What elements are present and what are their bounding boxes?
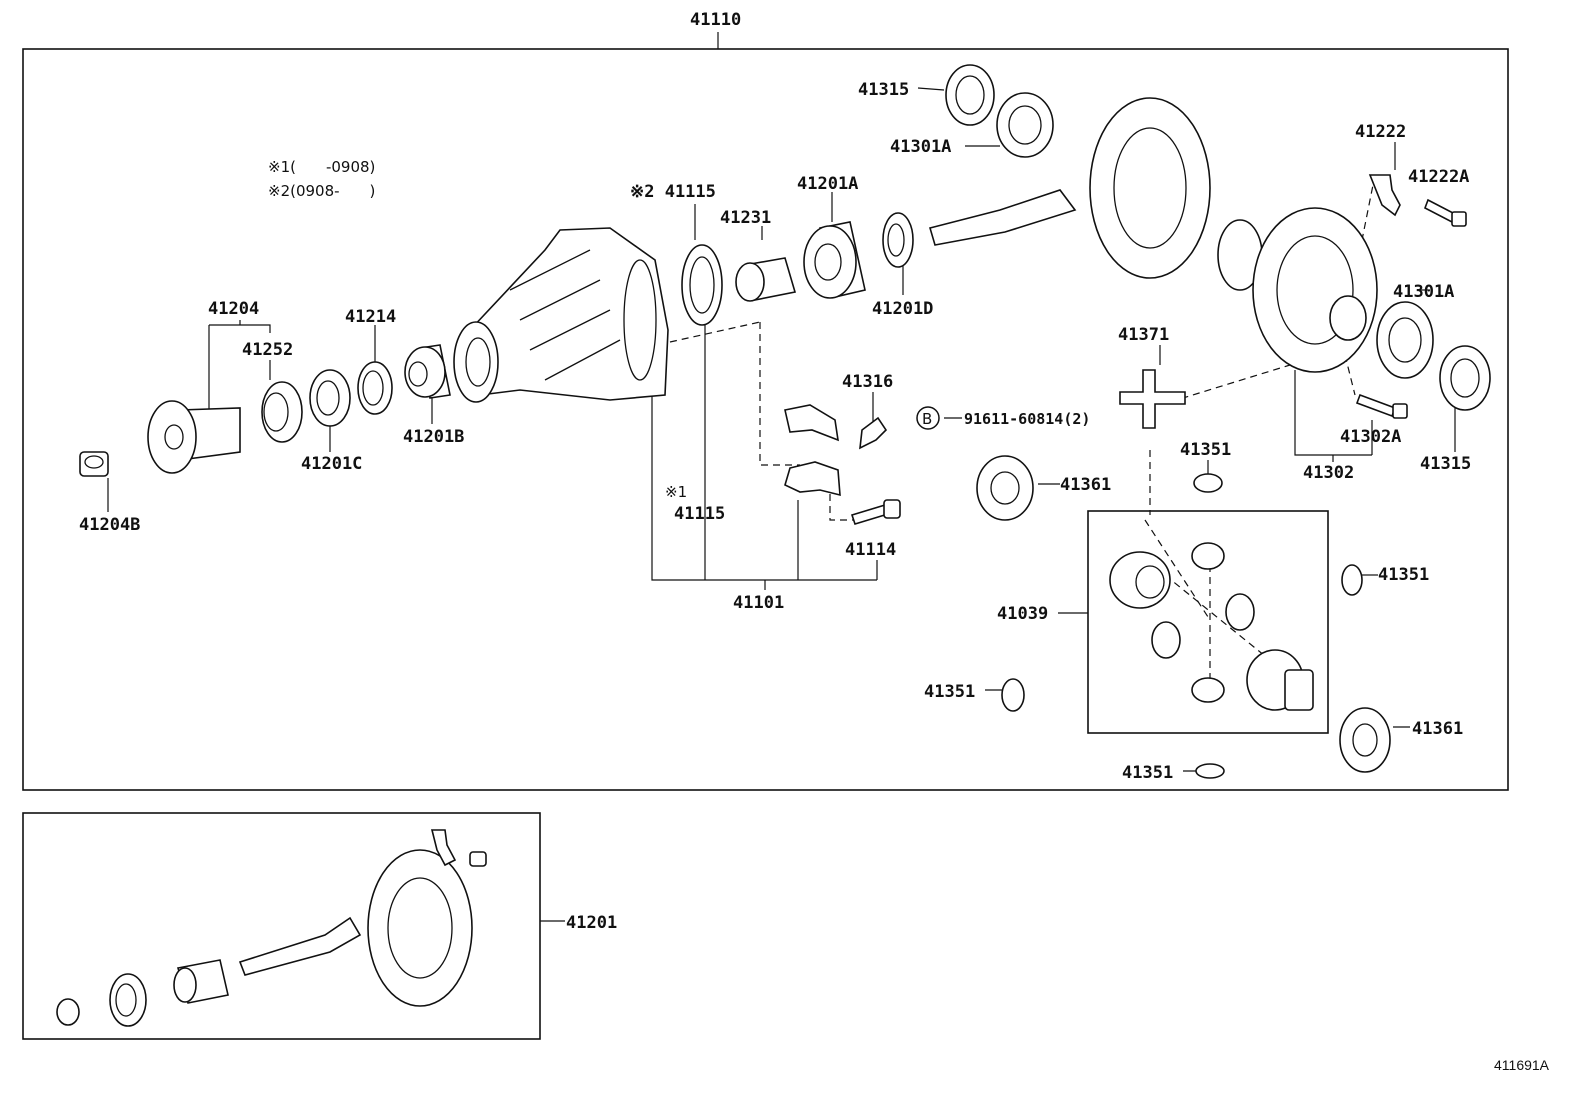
- label-41039: 41039: [997, 604, 1048, 624]
- label-41101: 41101: [733, 593, 784, 613]
- label-41222A: 41222A: [1408, 167, 1469, 187]
- label-41371: 41371: [1118, 325, 1169, 345]
- oil-seal-41201C: [309, 369, 351, 427]
- label-41351-c: 41351: [924, 682, 975, 702]
- label-41204: 41204: [208, 299, 259, 319]
- ring-gear-and-pinion: [928, 97, 1211, 279]
- oil-seal-41115: [681, 244, 723, 326]
- label-41201D: 41201D: [872, 299, 933, 319]
- spider-41371: [1119, 369, 1186, 429]
- label-41114: 41114: [845, 540, 896, 560]
- differential-case-41302: [1217, 207, 1378, 373]
- notes: ※1( -0908) ※2(0908- ): [268, 158, 375, 200]
- note-2: ※2(0908- ): [268, 182, 375, 200]
- leader-lines: [107, 32, 1456, 922]
- bolt-marker-circle: [916, 406, 940, 430]
- washer-41201D: [882, 212, 914, 268]
- label-41351-d: 41351: [1122, 763, 1173, 783]
- bearing-cap: [784, 404, 841, 497]
- bolt-marker-b: B: [922, 410, 932, 428]
- label-41252: 41252: [242, 340, 293, 360]
- bolt-41302A: [1355, 393, 1408, 419]
- companion-flange-41204: [147, 400, 241, 474]
- thrust-washer-41361-b: [1339, 707, 1391, 773]
- label-41231: 41231: [720, 208, 771, 228]
- note-mark-1: ※1: [665, 483, 687, 501]
- figure-code: 411691A: [1494, 1057, 1550, 1073]
- differential-gear-kit-frame: [1087, 510, 1329, 734]
- label-41204B: 41204B: [79, 515, 140, 535]
- main-assembly-frame: [22, 48, 1509, 791]
- label-41351-a: 41351: [1180, 440, 1231, 460]
- lower-assembly-frame: [22, 812, 541, 1040]
- label-91611-60814: 91611-60814(2): [964, 410, 1090, 428]
- label-41302: 41302: [1303, 463, 1354, 483]
- label-41201C: 41201C: [301, 454, 362, 474]
- label-41201A: 41201A: [797, 174, 858, 194]
- label-41351-b: 41351: [1378, 565, 1429, 585]
- lower-assembly-41201: [56, 829, 487, 1027]
- lock-41316: [859, 416, 888, 450]
- label-41201B: 41201B: [403, 427, 464, 447]
- label-41214: 41214: [345, 307, 396, 327]
- label-41222: 41222: [1355, 122, 1406, 142]
- label-41315-top: 41315: [858, 80, 909, 100]
- thrust-washer-41351: [1001, 473, 1363, 779]
- label-41316: 41316: [842, 372, 893, 392]
- deflector-41252: [261, 381, 303, 443]
- carrier-housing: [453, 227, 669, 403]
- bearing-41301A-top: [996, 92, 1054, 158]
- spacer-41231: [735, 257, 797, 302]
- label-41315-right: 41315: [1420, 454, 1471, 474]
- bolt-41222A: [1424, 198, 1467, 227]
- label-41301A-top: 41301A: [890, 137, 951, 157]
- label-41361-b: 41361: [1412, 719, 1463, 739]
- label-41110: 41110: [690, 10, 741, 30]
- adjusting-nut-41315-right: [1439, 345, 1491, 411]
- bearing-41201B: [404, 344, 451, 399]
- note-1: ※1( -0908): [268, 158, 375, 176]
- label-41115-top: ※2 41115: [630, 182, 716, 202]
- part-number-labels: 41110 41315 41301A 41222 41222A ※2 41115…: [79, 10, 1471, 933]
- bearing-41201A: [803, 221, 866, 299]
- label-41115-bottom: 41115: [674, 504, 725, 524]
- washer-41214: [357, 361, 393, 415]
- label-41361-a: 41361: [1060, 475, 1111, 495]
- label-41201: 41201: [566, 913, 617, 933]
- adjusting-nut-41315-top: [945, 64, 995, 126]
- differential-gears-41039: [1109, 542, 1314, 711]
- label-41302A: 41302A: [1340, 427, 1401, 447]
- bolt-41114: [850, 499, 901, 525]
- thrust-washer-41361-a: [976, 455, 1034, 521]
- bearing-41301A-right: [1376, 301, 1434, 379]
- nut-41204B: [79, 451, 109, 477]
- label-41301A-right: 41301A: [1393, 282, 1454, 302]
- lock-41222: [1368, 174, 1401, 217]
